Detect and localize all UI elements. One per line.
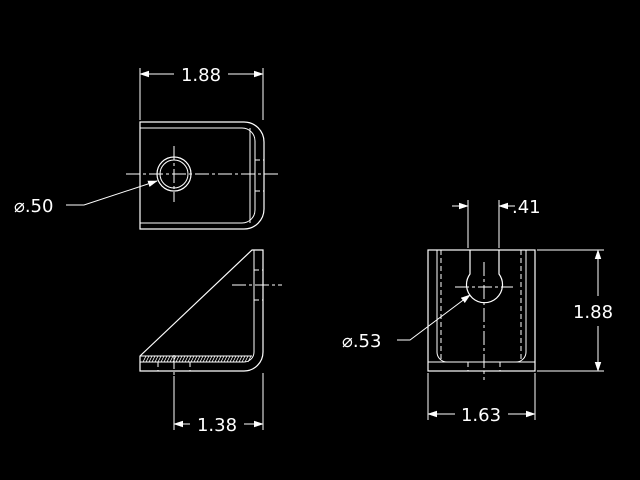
front-view-height-dim: 1.88: [573, 302, 613, 323]
hatch-line: [181, 355, 186, 363]
top-view-width-dim: 1.88: [181, 65, 221, 86]
hatch-line: [187, 355, 192, 363]
hatch-line: [160, 355, 165, 363]
front-view-slot-width-dim: .41: [512, 197, 541, 218]
hatch-line: [193, 355, 198, 363]
hatch-line: [214, 355, 219, 363]
front-view-hole-leader: [397, 295, 470, 341]
hatch-line: [235, 355, 240, 363]
hatch-line: [142, 355, 147, 363]
hatch-line: [166, 355, 171, 363]
side-view-hatch: [140, 355, 252, 363]
hatch-line: [247, 355, 252, 363]
hatch-line: [178, 355, 183, 363]
front-view-inner-bend: [436, 250, 527, 363]
hatch-line: [208, 355, 213, 363]
front-view-hole-dia: ⌀.53: [342, 331, 381, 352]
front-view: .41 1.88 1.63 ⌀.53: [342, 197, 613, 426]
top-view-outline: [139, 121, 265, 230]
hatch-line: [157, 355, 162, 363]
hatch-line: [163, 355, 168, 363]
hatch-line: [211, 355, 216, 363]
hatch-line: [241, 355, 246, 363]
hatch-line: [202, 355, 207, 363]
side-view-inner-bend: [140, 250, 255, 363]
hatch-line: [226, 355, 231, 363]
hatch-line: [145, 355, 150, 363]
front-view-width-dim: 1.63: [461, 405, 501, 426]
hatch-line: [199, 355, 204, 363]
hatch-line: [190, 355, 195, 363]
hatch-line: [244, 355, 249, 363]
side-view-outline: [139, 249, 264, 372]
hatch-line: [229, 355, 234, 363]
hatch-line: [205, 355, 210, 363]
hatch-line: [196, 355, 201, 363]
hatch-line: [232, 355, 237, 363]
front-view-outline: [427, 249, 536, 372]
hatch-line: [169, 355, 174, 363]
hatch-line: [220, 355, 225, 363]
hatch-line: [238, 355, 243, 363]
top-view-inner-bend: [140, 127, 256, 224]
hatch-line: [154, 355, 159, 363]
top-view-hole-leader: [66, 180, 157, 206]
top-view-hole-dia: ⌀.50: [14, 196, 53, 217]
top-view: 1.88 ⌀.50: [14, 65, 280, 230]
side-view: 1.38: [139, 249, 282, 436]
hatch-line: [175, 355, 180, 363]
hatch-line: [148, 355, 153, 363]
hatch-line: [217, 355, 222, 363]
hatch-line: [151, 355, 156, 363]
side-view-length-dim: 1.38: [197, 415, 237, 436]
hatch-line: [184, 355, 189, 363]
hatch-line: [223, 355, 228, 363]
